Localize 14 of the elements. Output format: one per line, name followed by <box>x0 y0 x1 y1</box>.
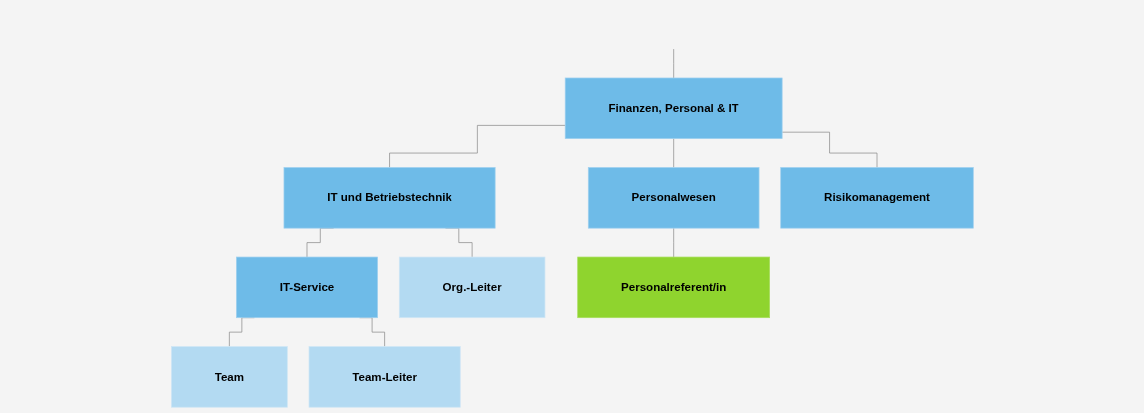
node-box: Org.-Leiter <box>398 256 545 319</box>
node-box: Personalwesen <box>587 167 760 229</box>
node-box: Risikomanagement <box>780 167 974 229</box>
connector <box>781 131 878 168</box>
connector <box>388 125 566 168</box>
node-box: IT-Service <box>235 256 378 319</box>
connector <box>673 138 674 168</box>
node-box: IT und Betriebstechnik <box>283 167 496 229</box>
node-box: Team-Leiter <box>308 346 461 408</box>
node-box: Personalreferent/in <box>577 256 770 319</box>
node-box: Team <box>170 346 288 408</box>
connector <box>673 48 674 79</box>
node-box: Finanzen, Personal & IT <box>564 77 783 139</box>
connector <box>673 227 674 258</box>
